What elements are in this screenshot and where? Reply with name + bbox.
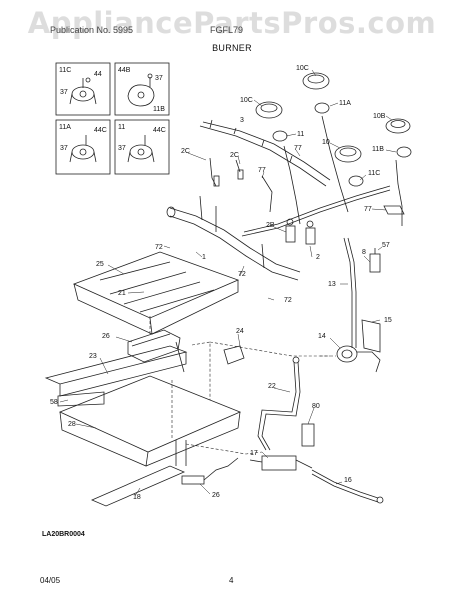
inset-label-11a: 11A [59, 124, 71, 131]
callout-10b: 10B [373, 113, 386, 120]
inset-box-11a [55, 119, 111, 175]
safety-valve-17 [249, 455, 313, 471]
callout-10c-left: 10C [240, 97, 253, 104]
leader-lines [59, 69, 397, 497]
burner-head-10c-left [255, 101, 283, 119]
callout-72-a: 72 [155, 244, 163, 251]
callout-77-c: 77 [364, 206, 372, 213]
callout-11a: 11A [339, 100, 351, 107]
callout-2: 2 [316, 254, 320, 261]
callout-11: 11 [297, 131, 304, 138]
callout-58: 58 [50, 399, 58, 406]
callout-57: 57 [382, 242, 390, 249]
inset-label-11: 11 [118, 124, 125, 131]
inset-label-44c-b: 44C [153, 127, 166, 134]
diagram-code: LA20BR0004 [42, 531, 85, 538]
section-title: BURNER [212, 43, 252, 53]
callout-26-upper: 26 [102, 333, 110, 340]
callout-10: 10 [322, 139, 330, 146]
bracket-24 [223, 345, 245, 365]
broil-burner-18 [90, 440, 187, 507]
inset-box-11c [55, 62, 111, 116]
igniter-wire-harness-3 [199, 119, 331, 187]
gas-line-16 [311, 469, 384, 504]
callout-72-c: 72 [284, 297, 292, 304]
inset-label-44b: 44B [118, 67, 131, 74]
gas-line-22 [257, 356, 301, 451]
valve-drawing-11 [127, 135, 155, 163]
callout-11c: 11C [368, 170, 380, 177]
burner-base-11a [314, 102, 330, 114]
pressure-regulator-14 [336, 345, 381, 373]
pressure-switch-8 [369, 248, 381, 273]
burner-base-11 [272, 130, 288, 142]
manifold-pipe-1 [166, 195, 301, 281]
burner-head-10 [334, 145, 362, 163]
callout-16: 16 [344, 477, 352, 484]
valve-drawing-11b [127, 73, 155, 107]
callout-2c-left: 2C [181, 148, 190, 155]
oven-burner-26 [127, 329, 185, 373]
publication-number: Publication No. 5995 [50, 25, 134, 35]
callout-2b: 2B [266, 222, 275, 229]
callout-8: 8 [362, 249, 366, 256]
inset-box-11 [114, 119, 170, 175]
watermark-text: AppliancePartsPros.com [27, 6, 437, 40]
callout-21: 21 [118, 290, 126, 297]
footer-page-number: 4 [229, 576, 234, 585]
callout-80: 80 [312, 403, 320, 410]
deflector-58 [57, 391, 105, 407]
callout-23: 23 [89, 353, 97, 360]
footer-date: 04/05 [40, 576, 61, 585]
callout-18: 18 [133, 494, 141, 501]
callout-17: 17 [250, 450, 258, 457]
valve-2 [305, 220, 316, 245]
callout-10c-rear: 10C [296, 65, 309, 72]
bracket-15 [361, 319, 381, 353]
burner-head-10c-rear [302, 72, 330, 90]
valve-drawing-11c [69, 77, 97, 105]
inset-label-11b: 11B [153, 106, 165, 113]
electrode-2c [209, 157, 244, 187]
gas-line-13 [343, 237, 357, 348]
bracket-77-right [383, 205, 405, 215]
callout-14: 14 [318, 333, 326, 340]
inset-label-37-c: 37 [60, 145, 68, 152]
burner-base-11b [396, 146, 412, 158]
burner-base-11c [348, 175, 364, 187]
pan-23 [44, 345, 188, 397]
callout-11b: 11B [372, 146, 384, 153]
igniter-26-lower [181, 457, 239, 485]
callout-77-b: 77 [294, 145, 302, 152]
inset-label-37-b: 37 [155, 75, 163, 82]
valve-drawing-11a [69, 135, 97, 163]
callout-26-lower: 26 [212, 492, 220, 499]
burner-head-10b [385, 118, 411, 134]
igniter-80 [301, 423, 315, 447]
callout-13: 13 [328, 281, 336, 288]
callout-2c-right: 2C [230, 152, 239, 159]
dashed-guide-lines [149, 316, 336, 455]
callout-15: 15 [384, 317, 392, 324]
callout-24: 24 [236, 328, 244, 335]
callout-77-a: 77 [258, 167, 266, 174]
callout-3: 3 [240, 117, 244, 124]
model-number: FGFL79 [210, 25, 244, 35]
callout-72-b: 72 [238, 271, 246, 278]
inset-label-44: 44 [94, 71, 102, 78]
inset-box-11b [114, 62, 170, 116]
gas-tubes [241, 115, 403, 237]
valve-2b [285, 218, 296, 243]
inset-label-44c-a: 44C [94, 127, 107, 134]
inset-label-11c: 11C [59, 67, 71, 74]
callout-28: 28 [68, 421, 76, 428]
burner-box-25 [72, 251, 240, 335]
callout-25: 25 [96, 261, 104, 268]
callout-22: 22 [268, 383, 276, 390]
inset-label-37-a: 37 [60, 89, 68, 96]
baffle-28 [58, 375, 242, 467]
inset-label-37-d: 37 [118, 145, 126, 152]
callout-1: 1 [202, 254, 206, 261]
